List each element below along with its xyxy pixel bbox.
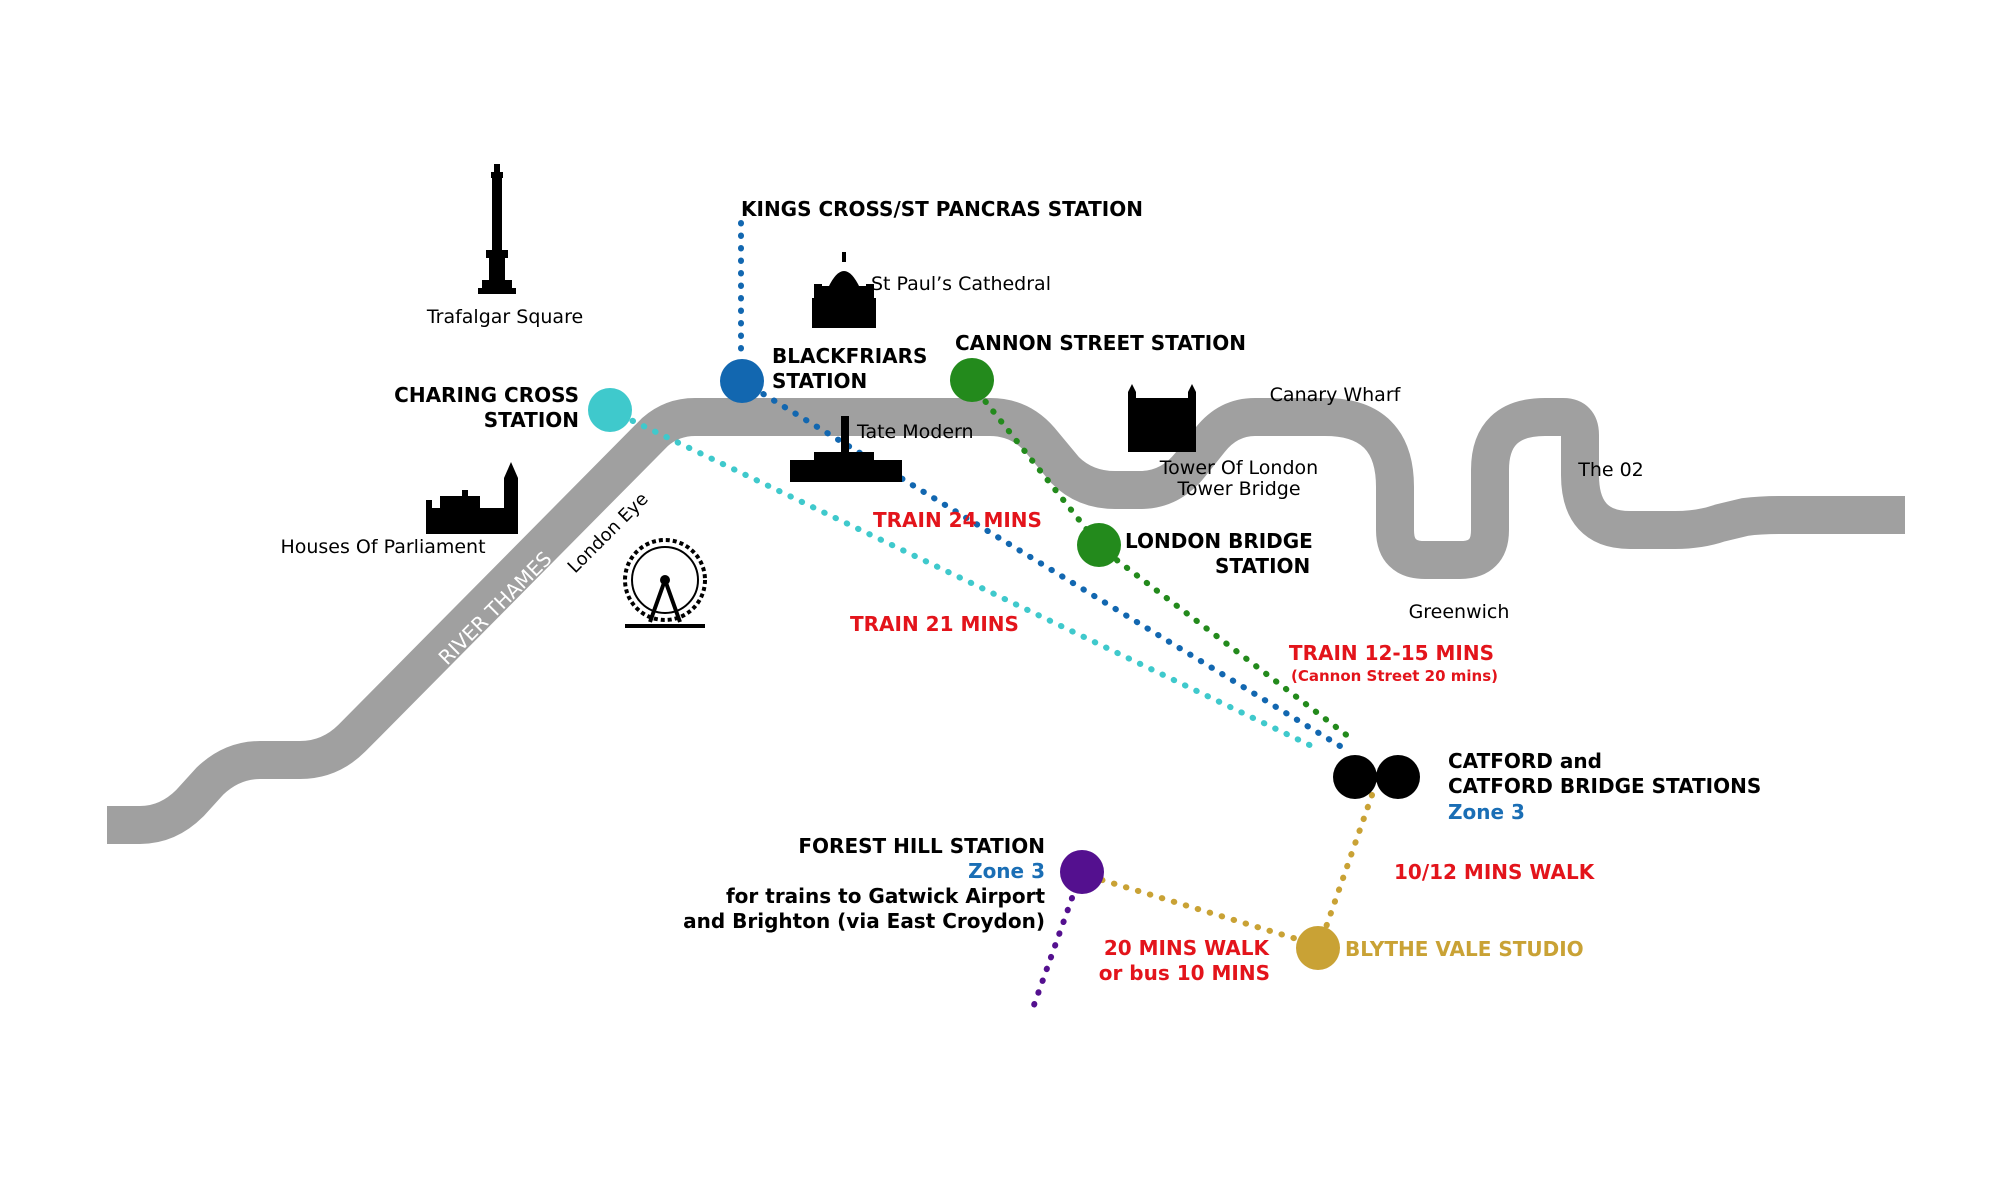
label-forest-hill-note-2: and Brighton (via East Croydon): [683, 909, 1045, 933]
label-catford-2: CATFORD BRIDGE STATIONS: [1448, 774, 1761, 798]
river-thames-label: RIVER THAMES: [434, 547, 557, 670]
label-tower-of-london: Tower Of London: [1159, 457, 1318, 479]
tower-of-london-icon: [1128, 384, 1196, 452]
station-marker-catford-bridge[interactable]: [1376, 755, 1420, 799]
route-catford-walk: [1322, 792, 1375, 933]
label-london-bridge-2: STATION: [1215, 554, 1310, 578]
label-trafalgar-square: Trafalgar Square: [426, 306, 583, 328]
label-canary-wharf: Canary Wharf: [1270, 384, 1402, 406]
label-st-pauls: St Paul’s Cathedral: [871, 273, 1051, 295]
station-marker-forest-hill[interactable]: [1060, 850, 1104, 894]
label-blackfriars-2: STATION: [772, 369, 867, 393]
time-catford-walk: 10/12 MINS WALK: [1394, 860, 1596, 884]
time-forest-hill-bus: or bus 10 MINS: [1099, 961, 1270, 985]
label-forest-hill: FOREST HILL STATION: [798, 834, 1045, 858]
label-cannon-street: CANNON STREET STATION: [955, 331, 1246, 355]
route-london-bridge: [1094, 542, 1356, 743]
station-marker-charing-cross[interactable]: [588, 388, 632, 432]
station-marker-london-bridge[interactable]: [1077, 523, 1121, 567]
houses-of-parliament-icon: [426, 462, 518, 534]
label-charing-cross-1: CHARING CROSS: [394, 383, 579, 407]
london-eye-icon: [623, 538, 707, 628]
station-marker-catford[interactable]: [1333, 755, 1377, 799]
station-marker-cannon-street[interactable]: [950, 358, 994, 402]
label-greenwich: Greenwich: [1409, 601, 1510, 623]
label-forest-hill-zone: Zone 3: [968, 859, 1045, 883]
label-houses-of-parliament: Houses Of Parliament: [280, 536, 485, 558]
label-charing-cross-2: STATION: [484, 408, 579, 432]
time-london-bridge-note: (Cannon Street 20 mins): [1291, 667, 1498, 685]
time-blackfriars: TRAIN 24 MINS: [873, 508, 1042, 532]
station-marker-blackfriars[interactable]: [720, 359, 764, 403]
label-forest-hill-note-1: for trains to Gatwick Airport: [726, 884, 1045, 908]
route-cannon-street: [967, 379, 1098, 543]
time-forest-hill-walk: 20 MINS WALK: [1104, 936, 1271, 960]
label-blackfriars-1: BLACKFRIARS: [772, 344, 927, 368]
tate-modern-icon: [790, 416, 902, 482]
route-lines: [607, 220, 1375, 1008]
label-tate-modern: Tate Modern: [856, 421, 974, 443]
label-tower-bridge: Tower Bridge: [1176, 478, 1300, 500]
label-catford-1: CATFORD and: [1448, 749, 1602, 773]
st-pauls-cathedral-icon: [812, 252, 876, 328]
label-kings-cross: KINGS CROSS/ST PANCRAS STATION: [741, 197, 1143, 221]
label-catford-zone: Zone 3: [1448, 800, 1525, 824]
nelsons-column-icon: [478, 164, 516, 294]
label-london-bridge-1: LONDON BRIDGE: [1125, 529, 1313, 553]
label-blythe-vale-studio: BLYTHE VALE STUDIO: [1345, 937, 1584, 961]
route-forest-hill-walk: [1099, 877, 1303, 943]
route-blackfriars: [739, 378, 1343, 749]
time-charing-cross: TRAIN 21 MINS: [850, 612, 1019, 636]
river-thames: [107, 398, 1905, 844]
station-marker-blythe-vale-studio[interactable]: [1296, 926, 1340, 970]
time-london-bridge: TRAIN 12-15 MINS: [1289, 641, 1494, 665]
label-the-o2: The 02: [1577, 459, 1644, 481]
